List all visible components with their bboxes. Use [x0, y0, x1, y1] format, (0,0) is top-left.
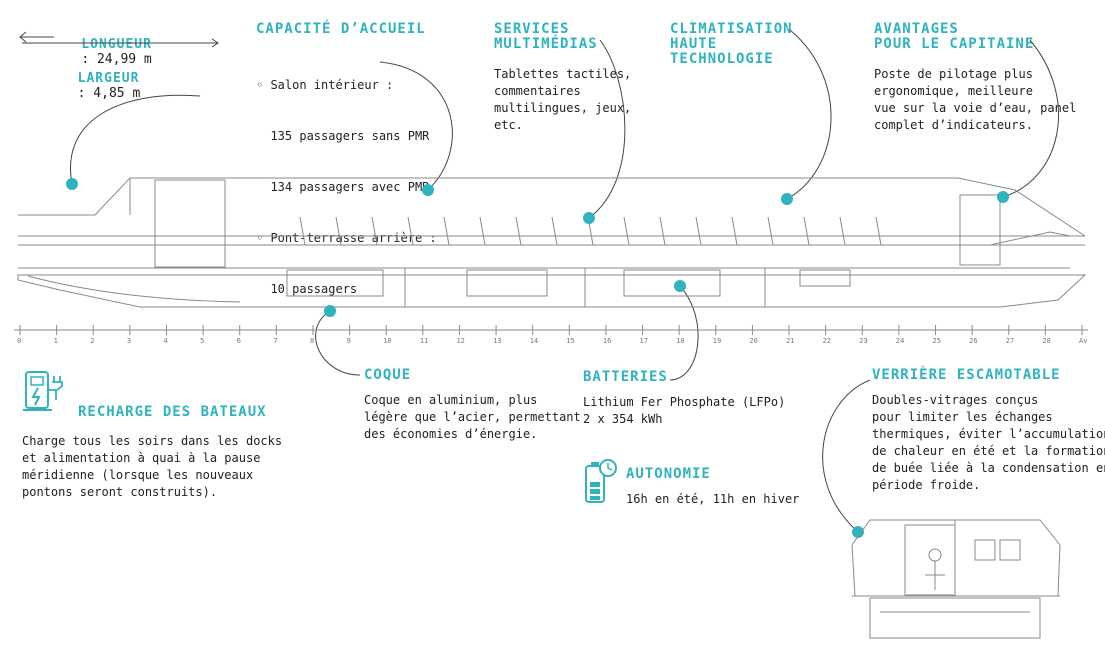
length-line	[22, 38, 219, 48]
dot-batteries	[674, 280, 686, 292]
scale-tick-label: 23	[859, 337, 867, 345]
dot-climate	[781, 193, 793, 205]
scale-tick-label: 6	[237, 337, 241, 345]
multimedia-title: SERVICES MULTIMÉDIAS	[494, 21, 598, 52]
boat-profile	[17, 177, 1087, 308]
scale-tick-label: 4	[163, 337, 167, 345]
callout-canopy	[822, 379, 871, 533]
width-value: : 4,85 m	[77, 86, 141, 101]
scale-tick-label: Av	[1079, 337, 1087, 345]
callout-batteries	[669, 285, 699, 381]
scale-tick-label: 9	[347, 337, 351, 345]
battery-clock-icon	[585, 459, 617, 503]
canopy-title: VERRIÈRE ESCAMOTABLE	[872, 367, 1061, 383]
capacity-line: ◦ Pont-terrasse arrière :	[256, 231, 437, 245]
batteries-text: Lithium Fer Phosphate (LFPo) 2 x 354 kWh	[583, 395, 786, 426]
batteries-title: BATTERIES	[583, 369, 668, 385]
scale-tick-label: 27	[1006, 337, 1014, 345]
charging-title: RECHARGE DES BATEAUX	[78, 404, 267, 420]
autonomy-title: AUTONOMIE	[626, 466, 711, 482]
scale-tick-label: 12	[456, 337, 464, 345]
length-value: : 24,99 m	[81, 52, 152, 67]
seat-rows	[299, 216, 894, 246]
scale-tick-label: 0	[17, 337, 21, 345]
scale-tick-label: 26	[969, 337, 977, 345]
scale-tick-label: 21	[786, 337, 794, 345]
scale-tick-label: 22	[823, 337, 831, 345]
scale-tick-label: 16	[603, 337, 611, 345]
scale-tick-label: 5	[200, 337, 204, 345]
scale-tick-label: 7	[273, 337, 277, 345]
charging-text: Charge tous les soirs dans les docks et …	[22, 434, 283, 499]
callout-lines	[70, 29, 1060, 533]
scale-tick-label: 10	[383, 337, 391, 345]
scale-tick-label: 2	[90, 337, 94, 345]
capacity-line: 10 passagers	[256, 282, 358, 296]
hull-text: Coque en aluminium, plus légère que l’ac…	[364, 393, 581, 441]
scale-tick-label: 3	[127, 337, 131, 345]
scale-tick-label: 15	[566, 337, 574, 345]
scale-tick-label: 1	[54, 337, 58, 345]
dot-hull	[324, 305, 336, 317]
dot-captain	[997, 191, 1009, 203]
ev-charger-icon	[23, 371, 63, 411]
scale-tick-label: 17	[640, 337, 648, 345]
scale-tick-label: 11	[420, 337, 428, 345]
width-dimension: LARGEUR : 4,85 m	[62, 56, 141, 101]
scale-tick-label: 18	[676, 337, 684, 345]
scale-tick-label: 8	[310, 337, 314, 345]
scale-tick-label: 14	[530, 337, 538, 345]
scale-tick-label: 13	[493, 337, 501, 345]
scale-tick-label: 20	[749, 337, 757, 345]
callout-hull	[315, 310, 361, 376]
dot-canopy	[852, 526, 864, 538]
capacity-list: ◦ Salon intérieur : 135 passagers sans P…	[256, 43, 437, 315]
length-dimension: LONGUEUR : 24,99 m	[18, 22, 218, 67]
width-label: LARGEUR	[77, 71, 140, 86]
scale-tick-label: 19	[713, 337, 721, 345]
climate-title: CLIMATISATION HAUTE TECHNOLOGIE	[670, 21, 793, 67]
hull-title: COQUE	[364, 367, 412, 383]
dot-capacity	[422, 184, 434, 196]
length-label: LONGUEUR	[81, 37, 152, 52]
scale-tick-label: 25	[933, 337, 941, 345]
autonomy-text: 16h en été, 11h en hiver	[626, 492, 800, 506]
length-arrow-icon	[19, 31, 54, 43]
captain-title: AVANTAGES POUR LE CAPITAINE	[874, 21, 1035, 52]
capacity-line: ◦ Salon intérieur :	[256, 78, 394, 92]
scale-tick-label: 24	[896, 337, 904, 345]
dot-multimedia	[583, 212, 595, 224]
callout-climate	[786, 29, 832, 200]
callout-multimedia	[588, 39, 626, 219]
dot-dimensions	[66, 178, 78, 190]
canopy-text: Doubles-vitrages conçus pour limiter les…	[872, 393, 1105, 492]
capacity-title: CAPACITÉ D’ACCUEIL	[256, 21, 426, 37]
callout-dots	[66, 178, 1009, 538]
callout-capacity	[379, 61, 453, 191]
cross-section	[851, 519, 1061, 639]
callout-captain	[1002, 39, 1060, 198]
capacity-line: 135 passagers sans PMR	[256, 129, 430, 143]
callout-dimensions	[70, 94, 201, 185]
scale-tick-label: 28	[1042, 337, 1050, 345]
